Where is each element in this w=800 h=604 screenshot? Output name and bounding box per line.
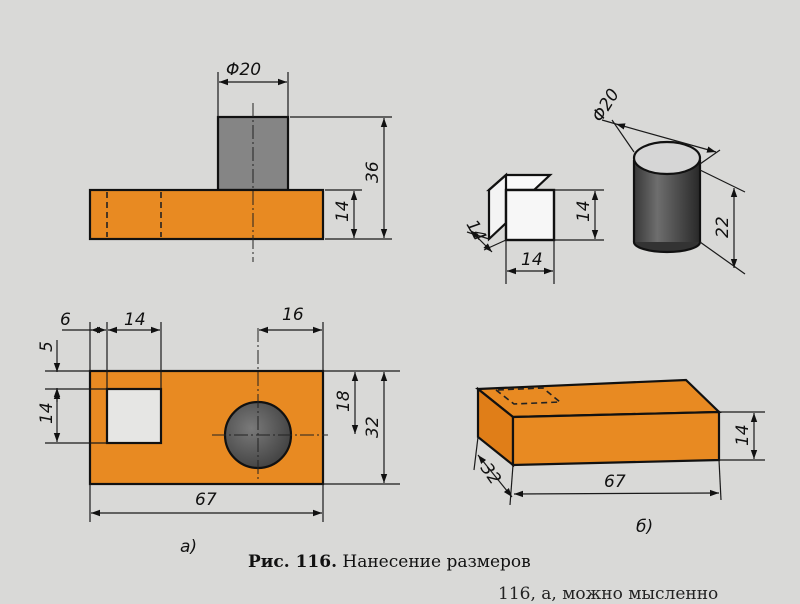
front-diameter-label: Φ20 <box>226 60 261 80</box>
block-top <box>475 378 722 419</box>
plate-length-label: 67 <box>195 490 217 510</box>
circle-center-label: 18 <box>334 390 354 412</box>
cylinder: Φ20 22 <box>588 85 746 275</box>
cube-front <box>504 188 556 242</box>
hole-height-label: 14 <box>37 402 57 424</box>
figure-a-label: а) <box>180 537 197 557</box>
offset-x-label: 6 <box>60 310 71 330</box>
block-hole-outline <box>493 387 563 405</box>
figure-caption: Рис. 116. Нанесение размеров <box>248 552 531 572</box>
circle-offset-label: 16 <box>282 305 304 325</box>
block-front <box>511 410 721 467</box>
block-length-label: 67 <box>604 472 626 492</box>
front-height-label: 36 <box>363 161 383 183</box>
cylinder-top <box>632 140 702 176</box>
cube-height-label: 14 <box>574 200 594 222</box>
plate-width-label: 32 <box>363 416 383 438</box>
caption-title: Нанесение размеров <box>342 552 531 572</box>
top-view: 6 14 16 5 14 18 32 67 <box>37 305 400 522</box>
body-text-fragment: 116, а, можно мысленно <box>498 584 719 604</box>
cube-side <box>487 172 508 242</box>
cylinder-height-label: 22 <box>713 216 733 238</box>
block: 14 32 67 <box>473 378 765 506</box>
hole-width-label: 14 <box>124 310 146 330</box>
cube: 14 14 14 <box>462 172 604 284</box>
block-height-label: 14 <box>733 424 753 446</box>
square-hole <box>105 387 163 445</box>
front-view: Φ20 36 14 <box>88 60 392 262</box>
caption-number: Рис. 116. <box>248 552 337 572</box>
figure-b-label: б) <box>636 517 653 537</box>
block-depth-label: 32 <box>476 459 505 488</box>
front-base-height-label: 14 <box>333 200 353 222</box>
cube-width-label: 14 <box>521 250 543 270</box>
offset-y-label: 5 <box>37 341 57 352</box>
cube-depth-label: 14 <box>462 217 490 246</box>
base-front <box>88 188 325 241</box>
cylinder-diameter-label: Φ20 <box>588 85 624 125</box>
